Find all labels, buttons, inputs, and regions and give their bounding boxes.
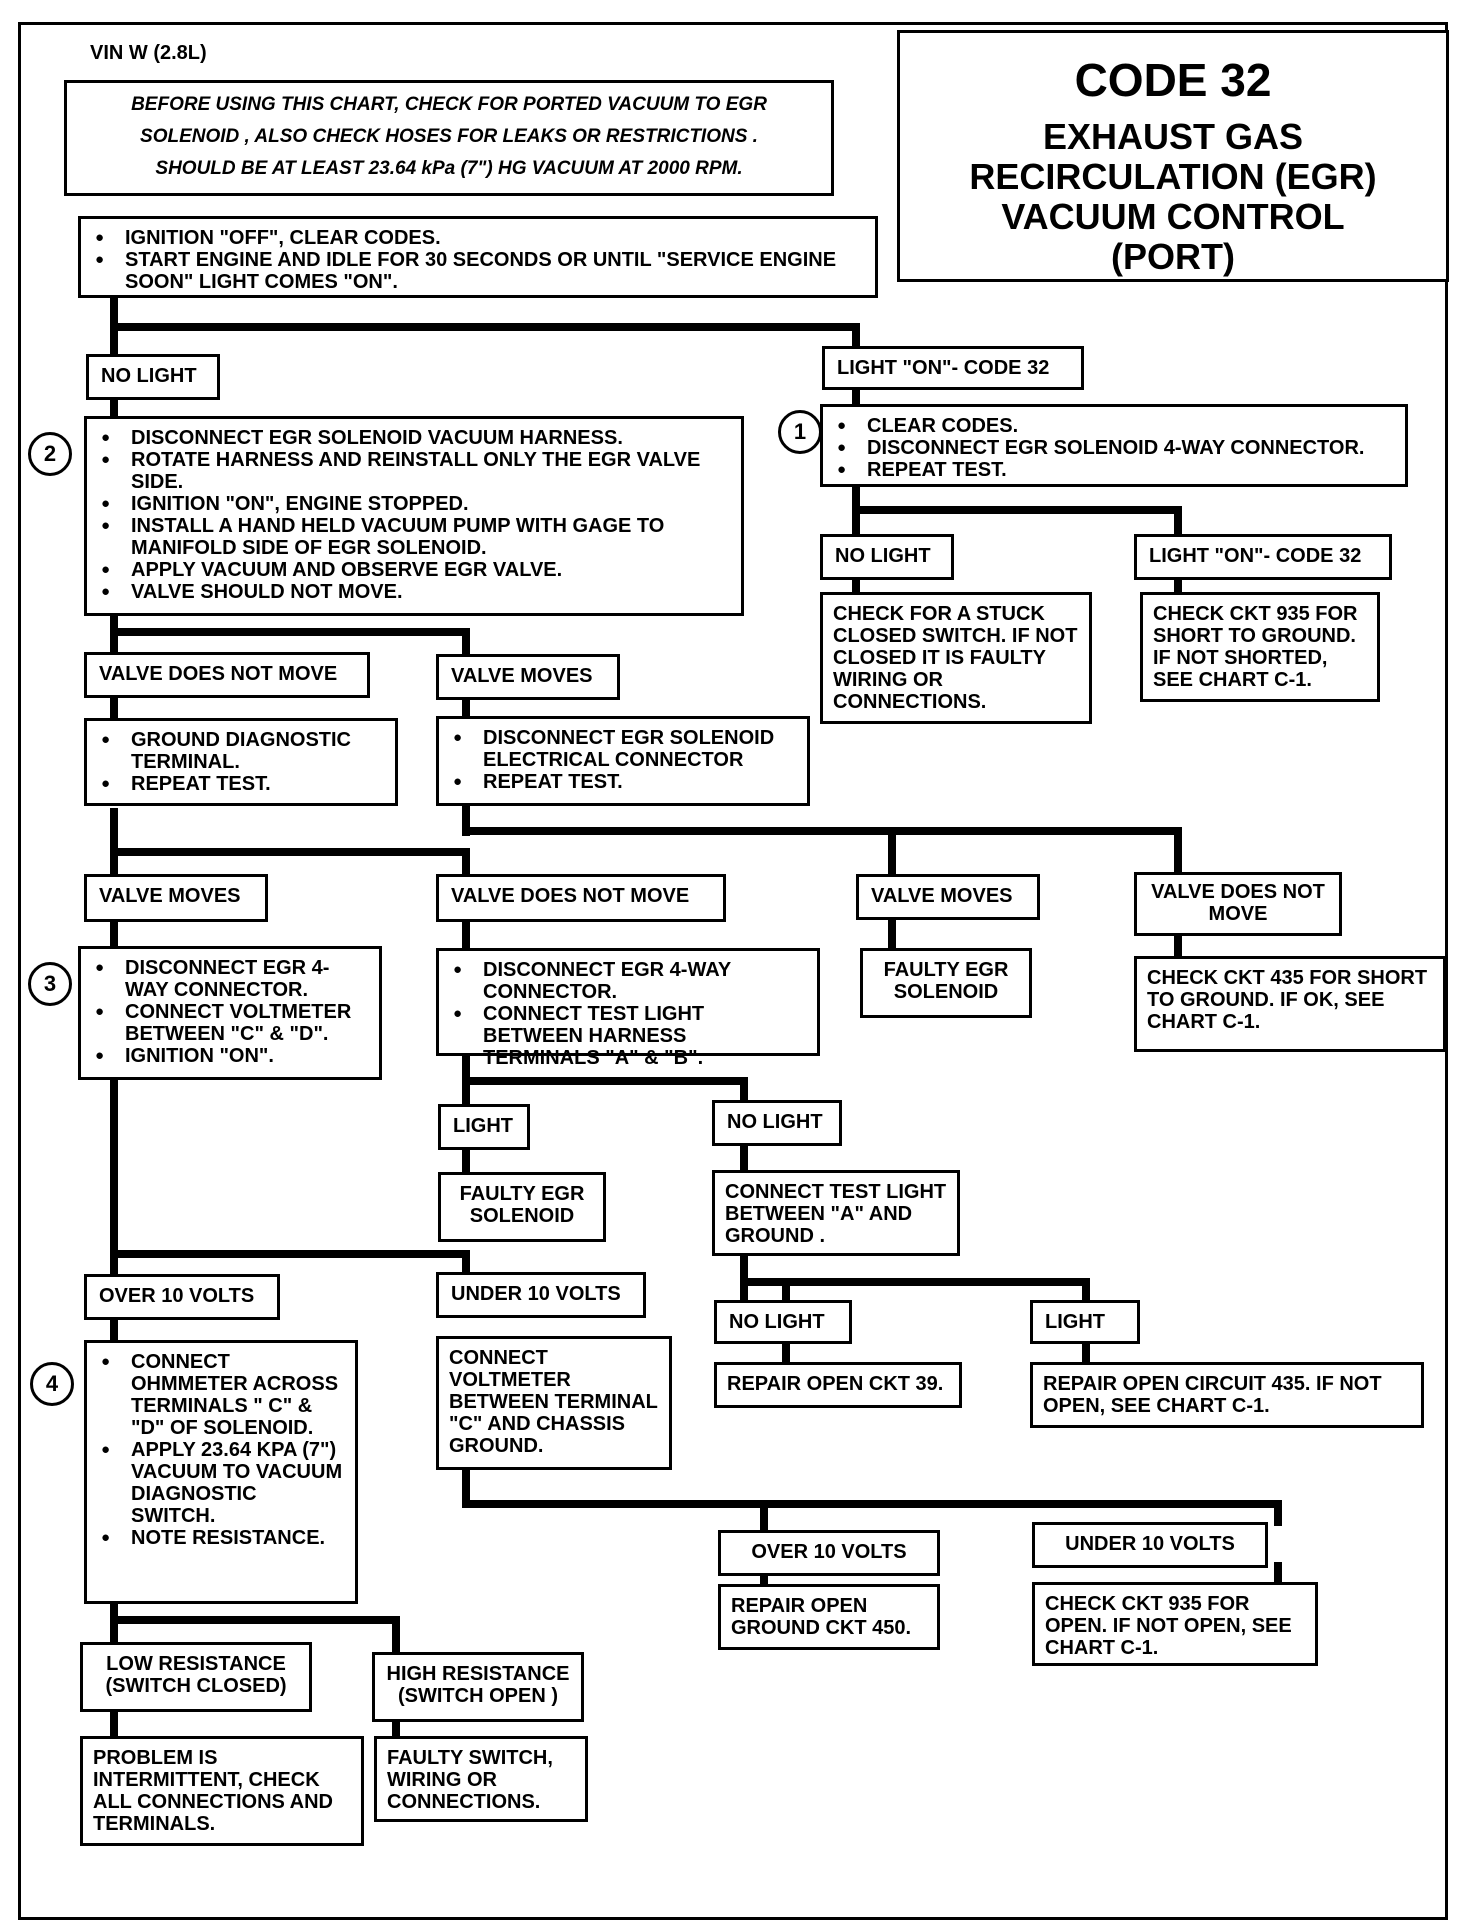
label-no-light: NO LIGHT — [714, 1300, 852, 1344]
step2-item: IGNITION "ON", ENGINE STOPPED. — [101, 493, 731, 515]
chart-code: CODE 32 — [1074, 54, 1272, 106]
result-ckt935-open: CHECK CKT 935 FOR OPEN. IF NOT OPEN, SEE… — [1032, 1582, 1318, 1666]
step4-box: CONNECT OHMMETER ACROSS TERMINALS " C" &… — [84, 1340, 358, 1604]
label-over-10-volts: OVER 10 VOLTS — [84, 1274, 280, 1320]
label-under-10-volts: UNDER 10 VOLTS — [436, 1272, 646, 1318]
step2-item: VALVE SHOULD NOT MOVE. — [101, 581, 731, 603]
test-light-ab-box: DISCONNECT EGR 4-WAY CONNECTOR. CONNECT … — [436, 948, 820, 1069]
result-test-light-ground: CONNECT TEST LIGHT BETWEEN "A" AND GROUN… — [712, 1170, 960, 1256]
ground-diag-box: GROUND DIAGNOSTIC TERMINAL. REPEAT TEST. — [84, 718, 398, 806]
title-box: CODE 32 EXHAUST GAS RECIRCULATION (EGR) … — [897, 30, 1449, 282]
label-low-resistance: LOW RESISTANCE (SWITCH CLOSED) — [80, 1642, 312, 1712]
label-valve-moves: VALVE MOVES — [84, 874, 268, 922]
label-valve-moves: VALVE MOVES — [436, 654, 620, 700]
test-light-ab-item: CONNECT TEST LIGHT BETWEEN HARNESS TERMI… — [453, 1003, 807, 1069]
step2-item: DISCONNECT EGR SOLENOID VACUUM HARNESS. — [101, 427, 731, 449]
label-light: LIGHT — [1030, 1300, 1140, 1344]
page-border — [18, 22, 1448, 1920]
step1-item: DISCONNECT EGR SOLENOID 4-WAY CONNECTOR. — [837, 437, 1395, 459]
result-repair-open-ckt39: REPAIR OPEN CKT 39. — [714, 1362, 962, 1408]
precheck-note: BEFORE USING THIS CHART, CHECK FOR PORTE… — [64, 80, 834, 196]
step3-item: CONNECT VOLTMETER BETWEEN "C" & "D". — [95, 1001, 369, 1045]
label-under-10-volts: UNDER 10 VOLTS — [1032, 1522, 1268, 1568]
label-light: LIGHT — [438, 1104, 530, 1150]
step3-box: DISCONNECT EGR 4-WAY CONNECTOR. CONNECT … — [78, 946, 382, 1080]
result-ckt435-short: CHECK CKT 435 FOR SHORT TO GROUND. IF OK… — [1134, 956, 1446, 1052]
chart-description: EXHAUST GAS RECIRCULATION (EGR) VACUUM C… — [969, 116, 1377, 277]
step-number-2: 2 — [28, 432, 72, 476]
vin-label: VIN W (2.8L) — [90, 42, 207, 64]
step3-item: IGNITION "ON". — [95, 1045, 369, 1067]
result-faulty-egr-solenoid: FAULTY EGR SOLENOID — [860, 948, 1032, 1018]
label-valve-moves: VALVE MOVES — [856, 874, 1040, 920]
label-valve-does-not-move: VALVE DOES NOT MOVE — [1134, 872, 1342, 936]
step2-box: DISCONNECT EGR SOLENOID VACUUM HARNESS. … — [84, 416, 744, 616]
label-light-on-code32: LIGHT "ON"- CODE 32 — [822, 346, 1084, 390]
label-valve-does-not-move: VALVE DOES NOT MOVE — [84, 652, 370, 698]
step1-item: REPEAT TEST. — [837, 459, 1395, 481]
ground-diag-item: GROUND DIAGNOSTIC TERMINAL. — [101, 729, 385, 773]
step2-item: INSTALL A HAND HELD VACUUM PUMP WITH GAG… — [101, 515, 731, 559]
step4-item: NOTE RESISTANCE. — [101, 1527, 345, 1549]
result-faulty-switch: FAULTY SWITCH, WIRING OR CONNECTIONS. — [374, 1736, 588, 1822]
label-over-10-volts: OVER 10 VOLTS — [718, 1530, 940, 1576]
result-stuck-switch: CHECK FOR A STUCK CLOSED SWITCH. IF NOT … — [820, 592, 1092, 724]
step3-item: DISCONNECT EGR 4-WAY CONNECTOR. — [95, 957, 369, 1001]
step-number-3: 3 — [28, 962, 72, 1006]
note-line-3: SHOULD BE AT LEAST 23.64 kPa (7") HG VAC… — [155, 158, 743, 179]
step4-item: CONNECT OHMMETER ACROSS TERMINALS " C" &… — [101, 1351, 345, 1439]
disconnect-elec-box: DISCONNECT EGR SOLENOID ELECTRICAL CONNE… — [436, 716, 810, 806]
result-repair-open-circuit435: REPAIR OPEN CIRCUIT 435. IF NOT OPEN, SE… — [1030, 1362, 1424, 1428]
result-voltmeter-terminal-c: CONNECT VOLTMETER BETWEEN TERMINAL "C" A… — [436, 1336, 672, 1470]
note-line-1: BEFORE USING THIS CHART, CHECK FOR PORTE… — [131, 94, 767, 115]
test-light-ab-item: DISCONNECT EGR 4-WAY CONNECTOR. — [453, 959, 807, 1003]
result-repair-ground-ckt450: REPAIR OPEN GROUND CKT 450. — [718, 1584, 940, 1650]
result-faulty-egr-solenoid: FAULTY EGR SOLENOID — [438, 1172, 606, 1242]
label-no-light: NO LIGHT — [712, 1100, 842, 1146]
step-number-1: 1 — [778, 410, 822, 454]
step-number-4: 4 — [30, 1362, 74, 1406]
step1-item: CLEAR CODES. — [837, 415, 1395, 437]
label-no-light: NO LIGHT — [86, 354, 220, 400]
result-ckt935-short: CHECK CKT 935 FOR SHORT TO GROUND. IF NO… — [1140, 592, 1380, 702]
start-item: IGNITION "OFF", CLEAR CODES. — [95, 227, 865, 249]
disconnect-elec-item: DISCONNECT EGR SOLENOID ELECTRICAL CONNE… — [453, 727, 797, 771]
note-line-2: SOLENOID , ALSO CHECK HOSES FOR LEAKS OR… — [140, 126, 758, 147]
step2-item: ROTATE HARNESS AND REINSTALL ONLY THE EG… — [101, 449, 731, 493]
label-high-resistance: HIGH RESISTANCE (SWITCH OPEN ) — [372, 1652, 584, 1722]
label-light-on-code32: LIGHT "ON"- CODE 32 — [1134, 534, 1392, 580]
step2-item: APPLY VACUUM AND OBSERVE EGR VALVE. — [101, 559, 731, 581]
result-intermittent: PROBLEM IS INTERMITTENT, CHECK ALL CONNE… — [80, 1736, 364, 1846]
start-box: IGNITION "OFF", CLEAR CODES. START ENGIN… — [78, 216, 878, 298]
label-no-light: NO LIGHT — [820, 534, 954, 580]
step1-box: CLEAR CODES. DISCONNECT EGR SOLENOID 4-W… — [820, 404, 1408, 487]
disconnect-elec-item: REPEAT TEST. — [453, 771, 797, 793]
step4-item: APPLY 23.64 kPa (7") VACUUM TO VACUUM DI… — [101, 1439, 345, 1527]
start-item: START ENGINE AND IDLE FOR 30 SECONDS OR … — [95, 249, 865, 293]
label-valve-does-not-move: VALVE DOES NOT MOVE — [436, 874, 726, 922]
ground-diag-item: REPEAT TEST. — [101, 773, 385, 795]
